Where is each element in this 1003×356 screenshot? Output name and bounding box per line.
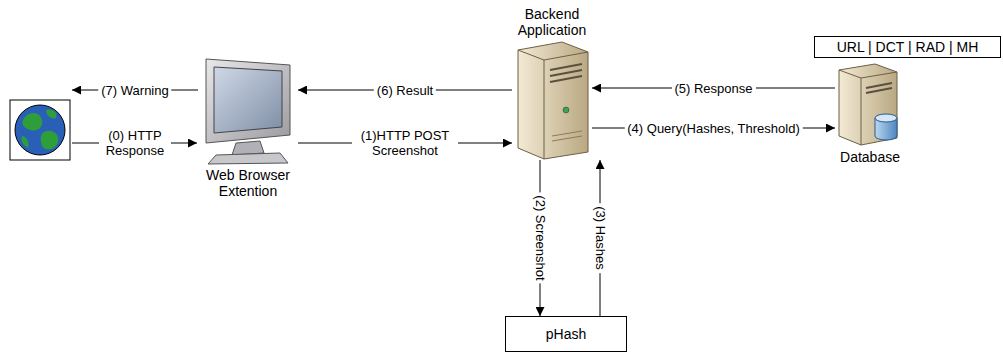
node-label: URL | DCT | RAD | MH bbox=[815, 37, 1000, 57]
schema-box: URL | DCT | RAD | MH bbox=[814, 36, 1001, 58]
node-label: Backend Application bbox=[497, 6, 607, 38]
edge-label: (2) Screenshot bbox=[533, 192, 548, 283]
edge-label: (6) Result bbox=[374, 83, 436, 98]
node-label: Web Browser Extention bbox=[193, 167, 303, 199]
globe-icon bbox=[10, 100, 70, 160]
monitor-icon bbox=[198, 55, 298, 165]
database-node: Database bbox=[835, 62, 905, 147]
server-node: Backend Application bbox=[512, 40, 592, 160]
edge-label: (5) Response bbox=[671, 81, 755, 96]
process-box: pHash bbox=[505, 316, 627, 352]
server-icon bbox=[512, 40, 592, 160]
flow-label: (7) Warning bbox=[98, 83, 171, 98]
browser-node: Web Browser Extention bbox=[198, 55, 298, 165]
node-label: pHash bbox=[506, 317, 626, 351]
edge-label: (1)HTTP POST Screenshot bbox=[352, 128, 458, 158]
db-icon bbox=[835, 62, 905, 147]
edge-label: (3) Hashes bbox=[593, 203, 608, 273]
flow-label: (0) HTTP Response bbox=[99, 128, 171, 158]
node-label: Database bbox=[815, 149, 925, 165]
edge-label: (4) Query(Hashes, Threshold) bbox=[624, 121, 802, 136]
